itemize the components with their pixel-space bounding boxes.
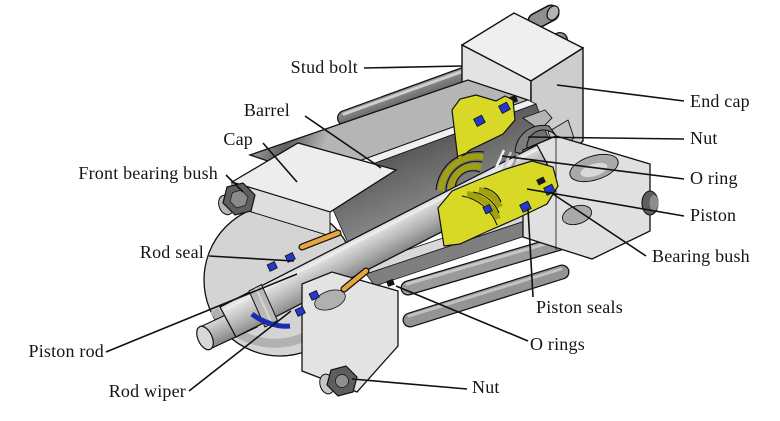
rod-wiper-blue-1: [308, 290, 320, 301]
cap-stud-nut: [218, 182, 256, 216]
leader-rod-seal: [208, 255, 295, 262]
leader-o-rings: [395, 285, 529, 342]
rod-wiper-blue-2: [294, 306, 306, 317]
leader-piston-seals: [527, 208, 534, 298]
label-o-ring: O ring: [690, 168, 738, 188]
label-front-bearing-bush: Front bearing bush: [78, 163, 218, 183]
piston-seal-lower-mid: [482, 204, 493, 215]
label-barrel: Barrel: [243, 100, 290, 120]
leader-nut-lower: [351, 378, 468, 390]
label-piston-rod: Piston rod: [28, 341, 104, 361]
front-bearing-bush-strips: [298, 229, 370, 293]
cap-block: [218, 142, 398, 237]
label-nut-upper: Nut: [690, 128, 718, 148]
label-cap: Cap: [223, 129, 253, 149]
cap-o-ring-spot: [386, 278, 395, 287]
stud-bolt-end: [527, 4, 560, 30]
leader-piston-rod: [105, 273, 298, 353]
foot-nut: [319, 365, 358, 397]
leader-o-ring: [501, 155, 685, 180]
leader-nut-upper: [527, 136, 685, 140]
leader-stud-bolt: [363, 65, 463, 69]
label-rod-seal: Rod seal: [139, 242, 204, 262]
label-stud-bolt: Stud bolt: [290, 57, 358, 77]
leader-front-bearing-bush: [225, 174, 244, 193]
leader-cap: [262, 142, 298, 183]
label-rod-wiper: Rod wiper: [108, 381, 186, 401]
label-o-rings: O rings: [530, 334, 585, 354]
piston-upper-half: [435, 94, 516, 195]
leader-end-cap: [556, 84, 685, 102]
piston-seal-upper-right: [498, 101, 511, 114]
piston-seal-upper-left: [473, 114, 486, 127]
leader-bearing-bush: [549, 191, 647, 257]
label-end-cap: End cap: [690, 91, 750, 111]
rod-seal-arc: [250, 312, 291, 329]
leader-lines: [105, 65, 685, 392]
foot-block: [301, 271, 399, 397]
label-piston-seals: Piston seals: [536, 297, 623, 317]
label-bearing-bush: Bearing bush: [652, 246, 750, 266]
label-piston: Piston: [690, 205, 737, 225]
leader-barrel: [304, 115, 382, 169]
tie-rod-lower-front: [402, 264, 570, 328]
rod-seal-elements: [250, 252, 320, 329]
label-nut-lower: Nut: [472, 377, 500, 397]
rod-seal-blue-1: [266, 261, 278, 272]
leader-rod-wiper: [188, 310, 292, 392]
piston-lower-half: [437, 160, 559, 247]
piston-bearing-notch: [536, 176, 546, 186]
cap-end-block: [522, 135, 659, 260]
